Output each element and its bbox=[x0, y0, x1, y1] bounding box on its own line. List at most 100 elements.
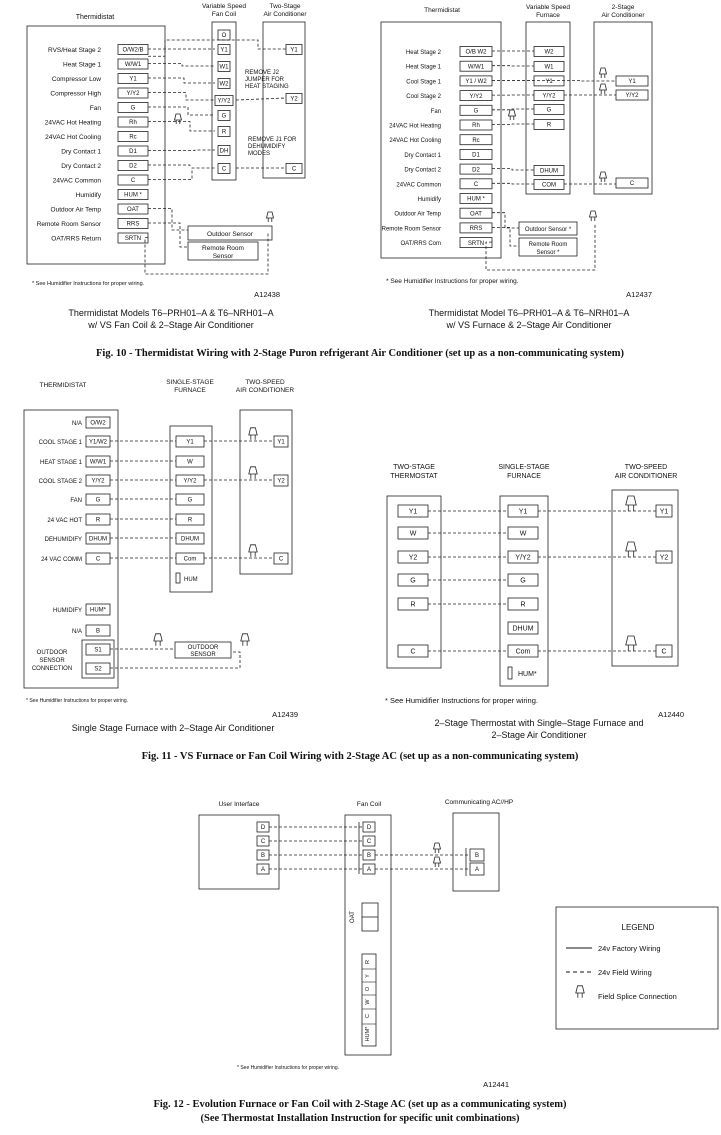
f10r-splice bbox=[509, 110, 516, 116]
f11l-outdoor-sensor-label-2: SENSOR bbox=[190, 652, 216, 658]
f10r-wire-rrs bbox=[492, 227, 519, 246]
f12-splice bbox=[434, 843, 441, 849]
f11r-ac-term-label: Y1 bbox=[660, 509, 669, 516]
f10r-row-name: OAT/RRS Com bbox=[400, 241, 441, 247]
f10l-fc-term-label: Y1 bbox=[220, 48, 228, 54]
f10l-row-name: 24VAC Hot Heating bbox=[45, 120, 102, 127]
fig12-caption-2: (See Thermostat Installation Instruction… bbox=[201, 1113, 520, 1124]
f10r-ac-label-1: 2-Stage bbox=[612, 4, 635, 11]
f11r-term-label: Y1 bbox=[409, 509, 418, 516]
f10l-fancoil-label-1: Variable Speed bbox=[202, 3, 246, 10]
f10l-row-name: Outdoor Air Temp bbox=[51, 207, 102, 214]
f10l-term-label: HUM * bbox=[124, 193, 142, 199]
f10r-ac-term-label: Y/Y2 bbox=[625, 93, 639, 99]
f10r-code: A12437 bbox=[626, 290, 652, 299]
f10l-remote-room-label-1: Remote Room bbox=[202, 245, 244, 252]
f10r-splice bbox=[600, 172, 607, 178]
f10l-thermidistat-label: Thermidistat bbox=[76, 14, 115, 21]
f11r-ac-splice bbox=[626, 496, 637, 505]
f11l-caption: Single Stage Furnace with 2–Stage Air Co… bbox=[72, 723, 275, 733]
f11r-term-label: R bbox=[410, 602, 415, 609]
f12-fc-term-label: C bbox=[367, 839, 372, 845]
f11l-code: A12439 bbox=[272, 710, 298, 719]
f10r-splice bbox=[600, 84, 607, 90]
fig10-right-diagram: Thermidistat Variable Speed Furnace 2-St… bbox=[381, 4, 652, 330]
f10l-row-name: Compressor Low bbox=[52, 76, 101, 83]
f12-ac-term-label: B bbox=[475, 853, 479, 859]
f12-legend-factory: 24v Factory Wiring bbox=[598, 944, 661, 953]
f11l-ac-box bbox=[240, 410, 292, 574]
f11l-ac-splice bbox=[249, 467, 257, 474]
f11r-fu-term-label: Y/Y2 bbox=[515, 555, 530, 562]
f11r-footnote: * See Humidifier Instructions for proper… bbox=[385, 696, 538, 705]
f11l-ac-label-2: AIR CONDITIONER bbox=[236, 387, 294, 394]
f10l-note1-1: REMOVE J2 bbox=[245, 70, 280, 76]
f10l-term-label: G bbox=[131, 106, 136, 112]
f11l-hum-label: HUM bbox=[184, 577, 198, 583]
f10l-row-name: 24VAC Hot Cooling bbox=[45, 134, 101, 141]
f10r-term-label: Y1 / W2 bbox=[465, 79, 487, 85]
f10r-row-name: Outdoor Air Temp bbox=[394, 212, 441, 218]
f10l-term-label: O/W2/B bbox=[122, 48, 143, 54]
f11l-row-name: COOL STAGE 1 bbox=[39, 440, 83, 446]
f11l-term-label: DHUM bbox=[89, 537, 107, 543]
f10l-caption-2: w/ VS Fan Coil & 2–Stage Air Conditioner bbox=[87, 320, 254, 330]
f11r-caption-1: 2–Stage Thermostat with Single–Stage Fur… bbox=[435, 718, 644, 728]
f11l-row-name: 24 VAC HOT bbox=[47, 518, 82, 524]
f10r-row-name: Heat Stage 2 bbox=[406, 50, 442, 56]
f10l-fc-term-label: W2 bbox=[220, 82, 230, 88]
f10l-wire-ac2 bbox=[236, 98, 286, 100]
fig12-caption-1: Fig. 12 - Evolution Furnace or Fan Coil … bbox=[153, 1099, 567, 1110]
f11r-fu-term-label: R bbox=[520, 602, 525, 609]
f10l-wire bbox=[148, 78, 215, 83]
f10r-row-name: Cool Stage 2 bbox=[406, 94, 441, 100]
f11l-s1-label: S1 bbox=[94, 648, 102, 654]
f10l-ac-term-label: C bbox=[292, 167, 297, 173]
f12-fc-term-label: B bbox=[367, 853, 371, 859]
f10r-term-label: C bbox=[474, 182, 479, 188]
f10r-row-name: 24VAC Hot Heating bbox=[389, 124, 441, 130]
f11r-fu-term-label: G bbox=[520, 578, 525, 585]
f12-ui-term-label: A bbox=[261, 867, 265, 873]
f11l-fu-term-label: DHUM bbox=[181, 537, 199, 543]
f10r-row-name: Remote Room Sensor bbox=[382, 226, 441, 232]
fig10-left-diagram: Thermidistat Variable Speed Fan Coil Two… bbox=[27, 3, 307, 330]
f11r-thermostat-label-2: THERMOSTAT bbox=[390, 473, 438, 480]
f10r-fu-term-label: DHUM bbox=[540, 169, 558, 175]
f10r-outdoor-sensor-label: Outdoor Sensor * bbox=[525, 227, 572, 233]
f10l-ac-label-2: Air Conditioner bbox=[264, 11, 308, 18]
f11r-ac-term-label: Y2 bbox=[660, 555, 669, 562]
f10l-wire-d2 bbox=[148, 165, 190, 168]
f11l-ac-splice bbox=[249, 545, 257, 552]
f11l-footnote: * See Humidifier Instructions for proper… bbox=[26, 698, 128, 704]
f10r-wire bbox=[492, 169, 534, 170]
f10l-wire bbox=[148, 122, 215, 132]
f11l-fu-term-label: Y/Y2 bbox=[183, 479, 197, 485]
f11r-code: A12440 bbox=[658, 710, 684, 719]
f11l-outdoor-sensor-label-1: OUTDOOR bbox=[188, 645, 219, 651]
f10l-term-label: SRTN bbox=[125, 236, 141, 242]
f10r-term-label: HUM * bbox=[467, 197, 485, 203]
f12-strip-term: Y bbox=[365, 974, 371, 978]
f10r-fu-term-label: W2 bbox=[545, 50, 555, 56]
f10l-code: A12438 bbox=[254, 290, 280, 299]
f10r-row-name: Heat Stage 1 bbox=[406, 65, 442, 71]
f10l-row-name: Humidify bbox=[76, 192, 102, 199]
f11l-furnace-label-1: SINGLE-STAGE bbox=[166, 379, 214, 386]
f11l-fu-term-label: W bbox=[187, 460, 193, 466]
f11r-ac-splice bbox=[626, 542, 637, 551]
f10r-term-label: O/B W2 bbox=[465, 50, 487, 56]
f10r-fu-term-label: R bbox=[547, 123, 552, 129]
f10r-row-name: 24VAC Common bbox=[396, 182, 441, 188]
f12-ui-label: User Interface bbox=[219, 801, 260, 808]
f10l-wire-oat bbox=[148, 209, 188, 231]
f10l-term-label: Y/Y2 bbox=[126, 91, 140, 97]
f10r-ac-term-label: Y1 bbox=[628, 79, 636, 85]
f11r-term-label: Y2 bbox=[409, 555, 418, 562]
f10r-fu-term-label: COM bbox=[542, 183, 556, 189]
f11l-row-name: 24 VAC COMM bbox=[41, 557, 82, 563]
f11l-furnace-box bbox=[170, 426, 212, 592]
f11l-fu-term-label: R bbox=[188, 518, 193, 524]
f10r-term-label: OAT bbox=[470, 211, 482, 217]
f12-ac-term-label: A bbox=[475, 867, 479, 873]
